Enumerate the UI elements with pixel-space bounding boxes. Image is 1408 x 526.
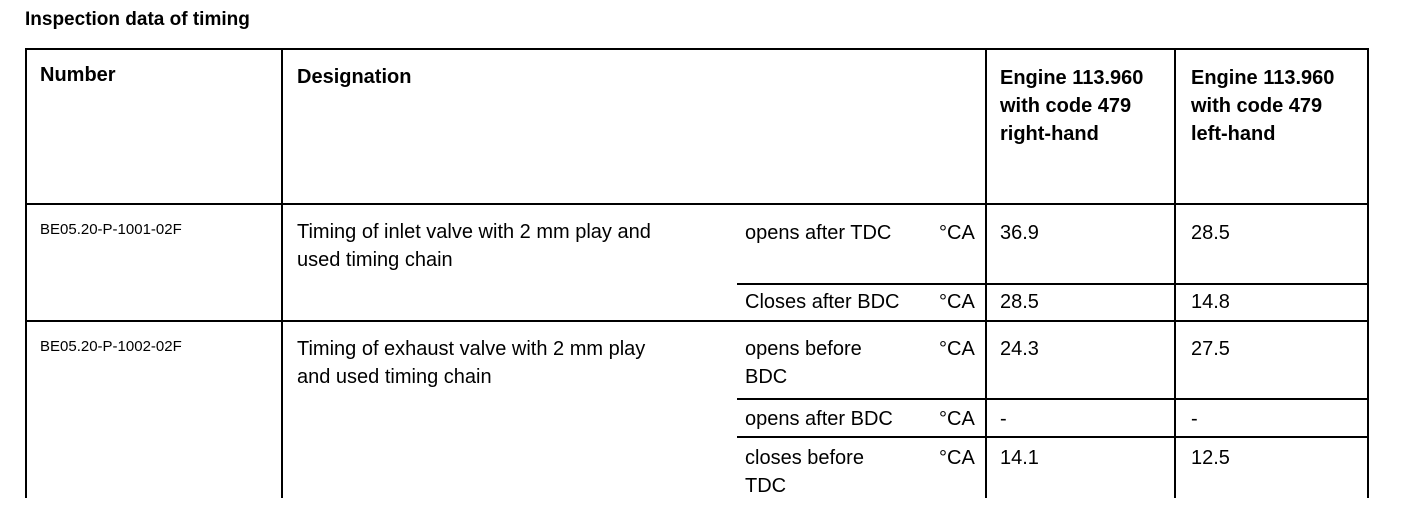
row2-sub1-right-value: 24.3 [1000, 338, 1039, 360]
row2-sub1-condition-line-2: BDC [745, 366, 788, 388]
row1-designation: Timing of inlet valve with 2 mm play and… [297, 218, 651, 274]
row1-number: BE05.20-P-1001-02F [40, 221, 182, 238]
row2-sub3-left-value: 12.5 [1191, 447, 1230, 469]
row2-designation-line-2: and used timing chain [297, 366, 492, 388]
row1-sub-divider [737, 283, 1369, 285]
row2-sub3-unit: °CA [939, 447, 975, 469]
col-divider-right-engine [985, 48, 987, 498]
row1-sub2-unit: °CA [939, 291, 975, 313]
header-engine-left-line-3: left-hand [1191, 123, 1276, 145]
page-title: Inspection data of timing [25, 9, 250, 30]
row1-sub2-left-value: 14.8 [1191, 291, 1230, 313]
row2-sub2-condition: opens after BDC [745, 408, 893, 430]
row2-sub-divider-2 [737, 436, 1369, 438]
header-engine-left: Engine 113.960 with code 479 left-hand [1191, 64, 1334, 148]
row1-sub1-right-value: 36.9 [1000, 222, 1039, 244]
row2-designation: Timing of exhaust valve with 2 mm play a… [297, 335, 645, 391]
row1-sub1-left-value: 28.5 [1191, 222, 1230, 244]
table-border-top [25, 48, 1369, 50]
row2-sub1-left-value: 27.5 [1191, 338, 1230, 360]
row-divider [25, 320, 1369, 322]
table-border-right [1367, 48, 1369, 498]
header-designation: Designation [297, 66, 412, 88]
row2-sub-divider-1 [737, 398, 1369, 400]
row1-sub2-right-value: 28.5 [1000, 291, 1039, 313]
row2-number: BE05.20-P-1002-02F [40, 338, 182, 355]
row2-sub3-right-value: 14.1 [1000, 447, 1039, 469]
header-engine-right-line-3: right-hand [1000, 123, 1099, 145]
row2-sub2-right-value: - [1000, 408, 1007, 430]
row2-sub3-condition-line-2: TDC [745, 475, 787, 497]
header-number: Number [40, 64, 116, 86]
row2-sub2-left-value: - [1191, 408, 1198, 430]
row2-designation-line-1: Timing of exhaust valve with 2 mm play [297, 338, 646, 360]
col-divider-number [281, 48, 283, 498]
header-engine-right-line-1: Engine 113.960 [1000, 67, 1144, 89]
row1-designation-line-2: used timing chain [297, 249, 453, 271]
col-divider-left-engine [1174, 48, 1176, 498]
table-border-left [25, 48, 27, 498]
row2-sub3-condition-line-1: closes before [745, 447, 864, 469]
row2-sub1-condition: opens before BDC [745, 335, 862, 391]
row2-sub2-unit: °CA [939, 408, 975, 430]
row2-sub1-condition-line-1: opens before [745, 338, 862, 360]
row1-sub1-unit: °CA [939, 222, 975, 244]
row1-designation-line-1: Timing of inlet valve with 2 mm play and [297, 221, 651, 243]
row2-sub3-condition: closes before TDC [745, 444, 864, 500]
header-engine-left-line-1: Engine 113.960 [1191, 67, 1335, 89]
row1-sub1-condition: opens after TDC [745, 222, 892, 244]
header-engine-right-line-2: with code 479 [1000, 95, 1132, 117]
header-engine-right: Engine 113.960 with code 479 right-hand [1000, 64, 1143, 148]
header-divider [25, 203, 1369, 205]
row1-sub2-condition: Closes after BDC [745, 291, 900, 313]
row2-sub1-unit: °CA [939, 338, 975, 360]
header-engine-left-line-2: with code 479 [1191, 95, 1323, 117]
